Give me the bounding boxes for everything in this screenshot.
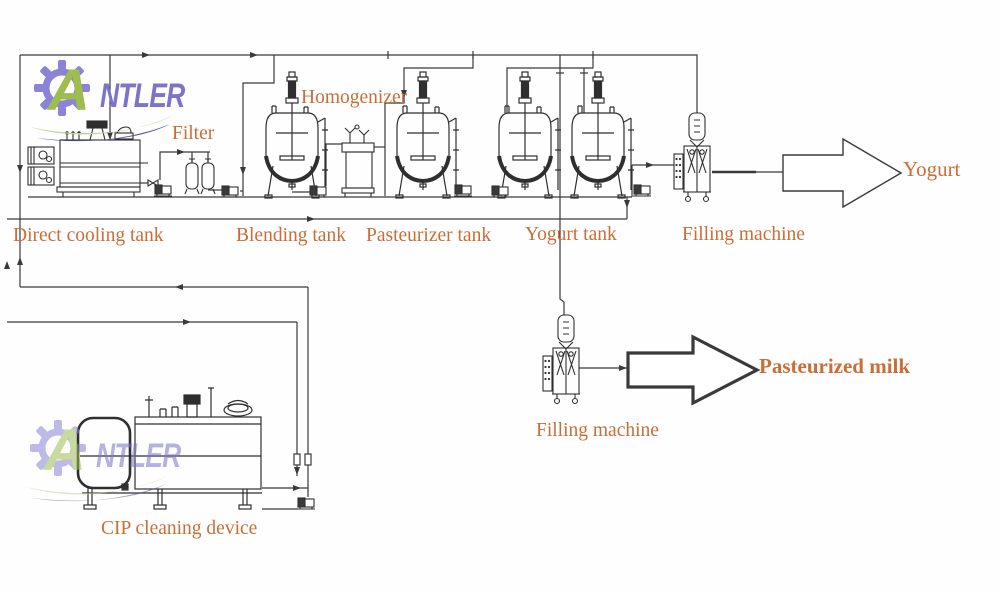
brand-swoosh-icon: [30, 115, 174, 142]
label-pasteurizer-tank: Pasteurizer tank: [366, 225, 492, 246]
homogenizer-drawing: [341, 124, 375, 197]
label-direct-cooling-tank: Direct cooling tank: [13, 225, 164, 246]
brand-text: NTLER: [100, 77, 185, 115]
filter-vessels: [184, 158, 216, 195]
cip-device-drawing: [76, 387, 262, 510]
output-arrows: [626, 137, 903, 406]
antler-logo-top: A NTLER: [28, 56, 185, 148]
direct-cooling-tank-drawing: [27, 120, 148, 197]
label-filling-machine-top: Filling machine: [682, 224, 805, 245]
brand-swoosh-icon: [26, 475, 170, 502]
brand-text: NTLER: [96, 437, 181, 475]
label-filling-machine-bottom: Filling machine: [536, 420, 659, 441]
label-output-pasteurized-milk: Pasteurized milk: [759, 354, 911, 378]
brand-letter-a: A: [44, 418, 86, 483]
filling-machine-top-drawing: [673, 112, 712, 203]
label-blending-tank: Blending tank: [236, 225, 346, 246]
gear-icon: [34, 60, 90, 116]
filling-machine-bottom-drawing: [542, 314, 581, 405]
label-output-yogurt: Yogurt: [903, 157, 961, 181]
yogurt-arrow: [782, 137, 903, 209]
brand-letter-a: A: [48, 58, 90, 123]
label-cip-cleaning-device: CIP cleaning device: [101, 518, 258, 539]
process-piping: [7, 51, 783, 510]
label-homogenizer: Homogenizer: [301, 87, 408, 108]
gear-icon: [30, 420, 86, 476]
antler-logo-bottom: A NTLER: [24, 416, 181, 508]
pasteurized-milk-arrow: [626, 334, 761, 406]
flow-arrows: [4, 52, 654, 491]
label-filter: Filter: [172, 123, 215, 144]
label-yogurt-tank: Yogurt tank: [525, 224, 617, 245]
yogurt-tank-2-drawing: [569, 70, 636, 200]
